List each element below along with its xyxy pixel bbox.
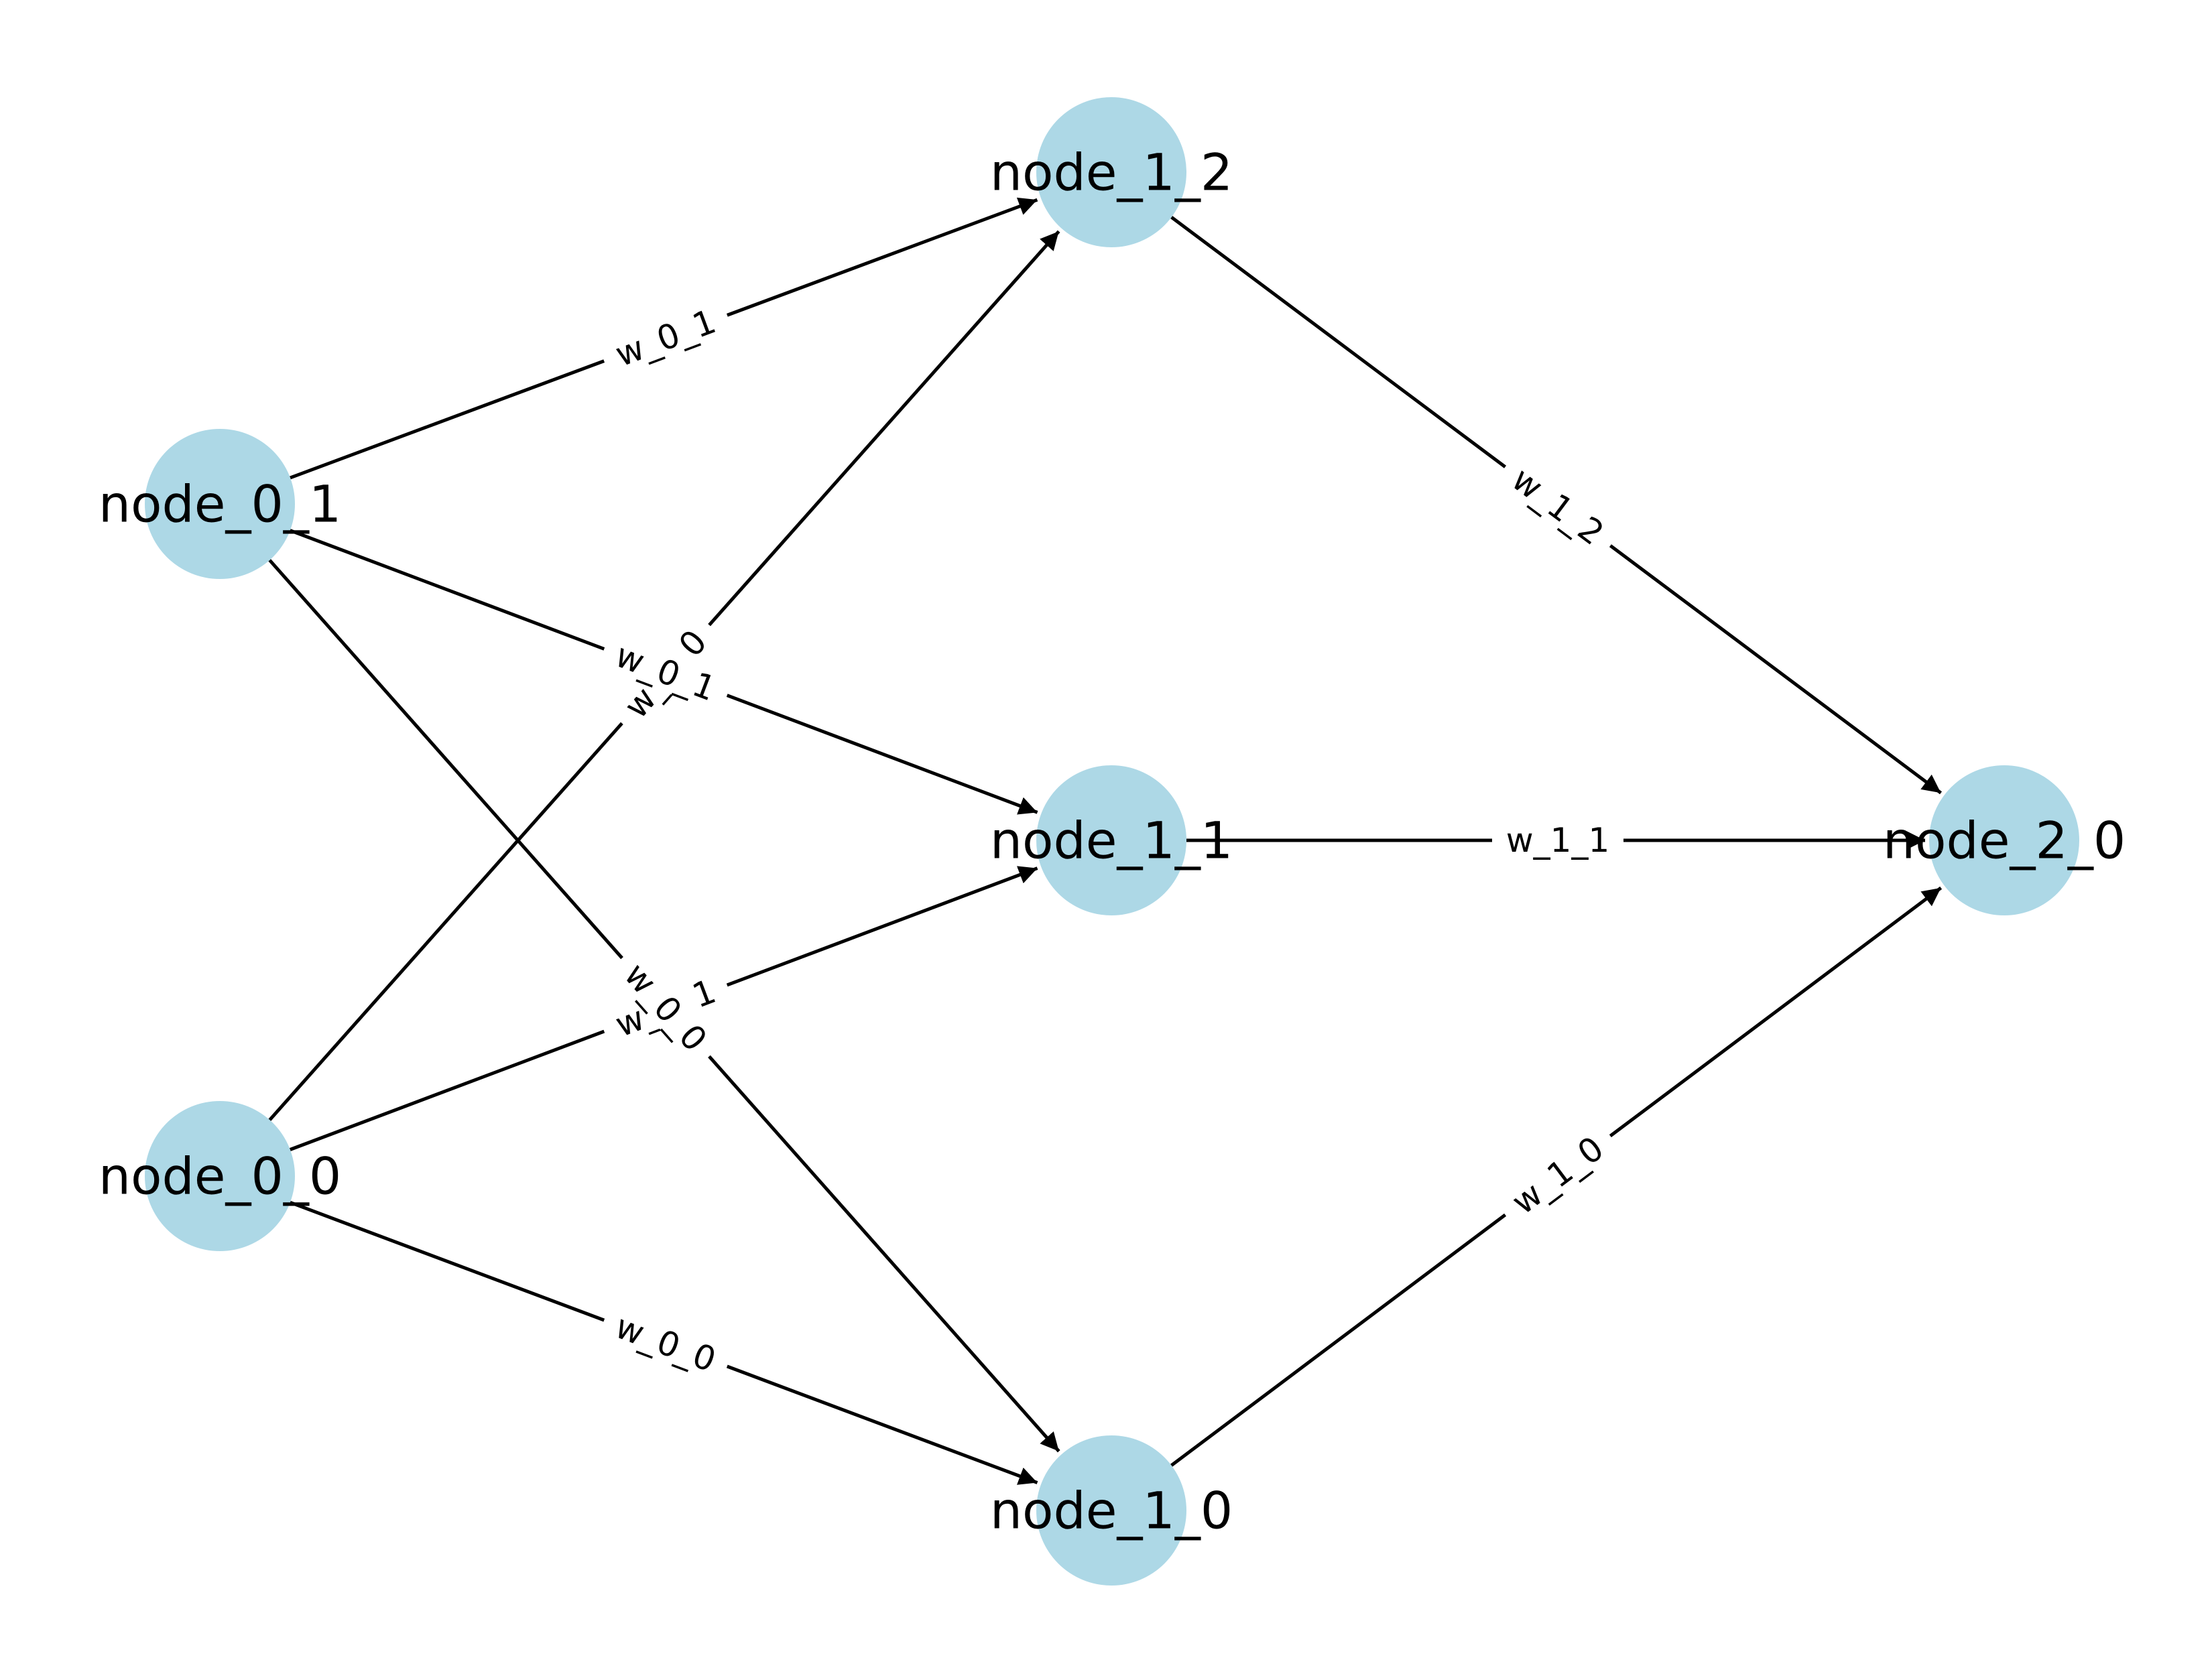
nodes xyxy=(145,97,2079,1586)
node-label-node_1_0: node_1_0 xyxy=(990,1481,1233,1541)
edge-label-node_1_1-to-node_2_0: w_1_1 xyxy=(1492,818,1623,860)
edge-label-background xyxy=(1493,448,1624,561)
node-node_0_1 xyxy=(145,429,295,579)
node-node_1_0 xyxy=(1036,1435,1186,1586)
node-node_2_0 xyxy=(1929,765,2079,915)
edge-label-node_0_1-to-node_1_2: w_0_1 xyxy=(596,294,734,379)
edge-label-background xyxy=(597,1299,735,1384)
node-label-node_1_1: node_1_1 xyxy=(990,811,1233,870)
node-labels: node_0_0 node_0_1 node_1_0 node_1_1 node_1_2… xyxy=(99,143,2126,1541)
edge-label-background xyxy=(1491,1117,1622,1230)
node-label-node_1_2: node_1_2 xyxy=(990,143,1233,202)
node-label-node_2_0: node_2_0 xyxy=(1883,811,2126,870)
edge-label-background xyxy=(608,943,727,1069)
edge-label-node_1_0-to-node_2_0: w_1_0 xyxy=(1491,1117,1622,1230)
edge-label-background xyxy=(596,294,734,379)
edge-label-text: w_0_1 xyxy=(610,302,721,374)
node-label-node_0_1: node_0_1 xyxy=(99,474,341,534)
edge-label-text: w_0_0 xyxy=(610,1307,721,1380)
edge-label-background xyxy=(597,627,735,713)
edge-label-node_1_2-to-node_2_0: w_1_2 xyxy=(1493,448,1624,561)
edge-label-node_0_0-to-node_1_0: w_0_0 xyxy=(597,1299,735,1384)
node-node_1_2 xyxy=(1036,97,1186,247)
node-label-node_0_0: node_0_0 xyxy=(99,1147,341,1206)
node-node_0_0 xyxy=(145,1101,295,1251)
node-node_1_1 xyxy=(1036,765,1186,915)
edge-label-background xyxy=(1492,818,1623,859)
edge-label-text: w_1_1 xyxy=(1506,821,1610,860)
